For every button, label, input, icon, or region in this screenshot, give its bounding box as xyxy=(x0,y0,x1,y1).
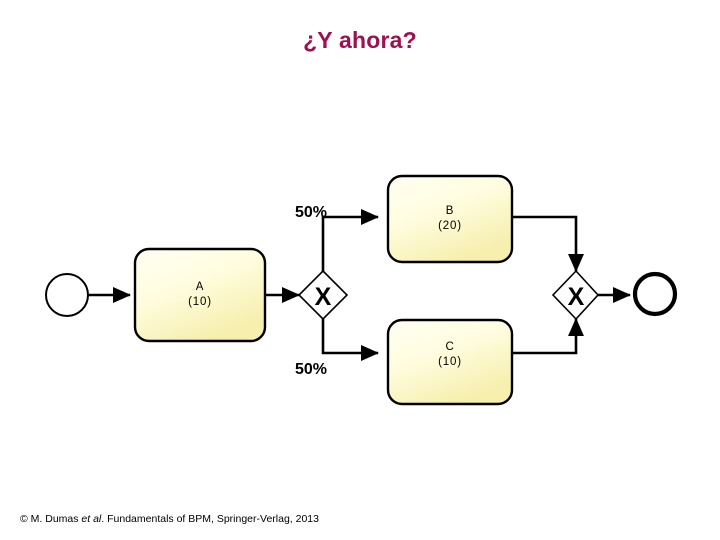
start-event[interactable] xyxy=(45,273,89,317)
gateway-split-symbol: X xyxy=(315,283,332,311)
task-a-name: A xyxy=(196,281,204,293)
gateway-xor-split[interactable]: X xyxy=(297,269,349,321)
sequence-flow-split-to-b xyxy=(321,208,380,277)
sequence-flow-split-to-c xyxy=(321,313,380,362)
gateway-xor-join[interactable]: X xyxy=(551,269,600,321)
task-c[interactable]: C (10) xyxy=(386,318,514,406)
flow-label-lower-percentage: 50% xyxy=(295,361,327,378)
sequence-flow-b-to-join xyxy=(512,215,585,273)
gateway-join-symbol: X xyxy=(568,283,585,311)
credit-suffix: . Fundamentals of BPM, Springer-Verlag, … xyxy=(101,513,319,525)
end-event[interactable] xyxy=(632,271,678,317)
credit-italic: et al xyxy=(81,513,102,525)
footer-credit: © M. Dumas et al. Fundamentals of BPM, S… xyxy=(20,513,319,525)
task-b-duration: (20) xyxy=(438,220,462,232)
task-a-duration: (10) xyxy=(188,296,212,308)
credit-prefix: © M. Dumas xyxy=(20,513,82,525)
task-c-name: C xyxy=(445,341,454,353)
flow-label-upper-percentage: 50% xyxy=(295,204,327,221)
page-title: ¿Y ahora? xyxy=(303,27,417,53)
task-b-name: B xyxy=(446,205,454,217)
task-a[interactable]: A (10) xyxy=(133,247,267,343)
task-b[interactable]: B (20) xyxy=(386,174,514,264)
sequence-flow-c-to-join xyxy=(512,317,585,355)
task-c-duration: (10) xyxy=(438,356,462,368)
